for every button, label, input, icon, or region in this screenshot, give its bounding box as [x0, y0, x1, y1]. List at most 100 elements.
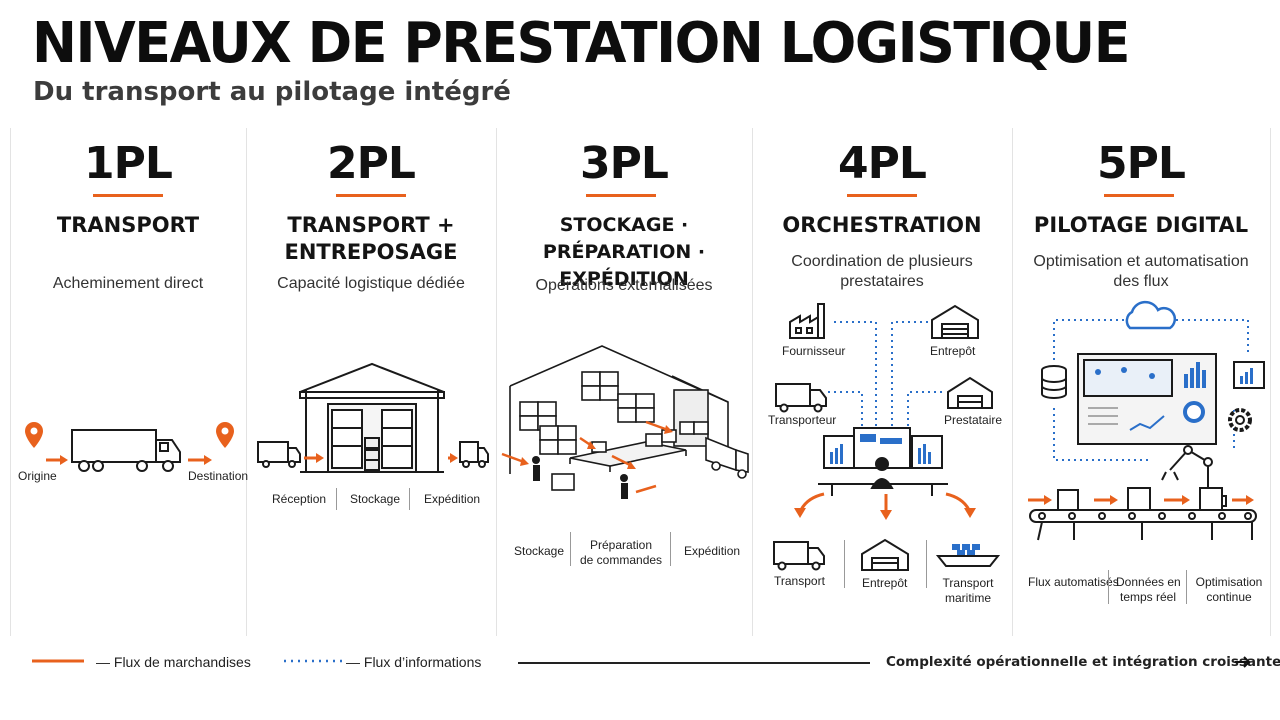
level-2pl-heading-line1: TRANSPORT +	[287, 213, 455, 237]
output-icons	[773, 538, 1001, 571]
level-5pl-description: Optimisation et automatisation des flux	[1012, 252, 1270, 292]
level-5pl-heading: PILOTAGE DIGITAL	[1033, 213, 1249, 237]
legend-goods-flow-label: — Flux de marchandises	[96, 654, 251, 670]
step-stockage-label: Stockage	[514, 544, 565, 558]
inbound-truck-icon	[257, 441, 301, 468]
node-prestataire-label: Prestataire	[944, 413, 1003, 427]
database-icon	[1041, 365, 1067, 399]
warehouse-icon	[931, 304, 979, 339]
node-transporteur-label: Transporteur	[768, 413, 837, 427]
level-1pl-title: 1PL	[84, 138, 173, 189]
provider-warehouse-icon	[947, 376, 993, 409]
level-4pl-description: Coordination de plusieurs prestataires	[752, 252, 1012, 292]
level-3pl-heading-line1: STOCKAGE · PRÉPARATION ·	[542, 214, 706, 263]
output-maritime-label: Transport maritime	[938, 576, 998, 606]
page-subtitle: Du transport au pilotage intégré	[33, 77, 511, 107]
info-flow-links	[828, 321, 942, 436]
level-1pl-column: 1PL TRANSPORT Acheminement direct Origin…	[10, 128, 249, 638]
step-realtime-data-line1: Données en	[1116, 575, 1181, 589]
level-1pl-description: Acheminement direct	[52, 275, 204, 292]
level-5pl-description-line1: Optimisation et automatisation	[1033, 253, 1249, 270]
output-entrepot-label: Entrepôt	[862, 576, 908, 590]
legend-complexity-label: Complexité opérationnelle et intégration…	[886, 654, 1280, 670]
ship-icon	[935, 544, 1001, 567]
level-2pl-heading-line2: ENTREPOSAGE	[284, 240, 458, 264]
gear-icon	[1228, 408, 1252, 432]
column-divider	[1012, 128, 1013, 636]
column-divider	[752, 128, 753, 636]
arrow-right-icon	[1235, 656, 1251, 668]
warehouse-illustration	[257, 362, 489, 473]
node-fournisseur-label: Fournisseur	[782, 344, 846, 358]
control-room-icon	[818, 427, 948, 496]
level-underline	[336, 194, 406, 197]
level-5pl-title: 5PL	[1097, 138, 1186, 189]
column-divider	[246, 128, 247, 636]
output-maritime-line2: maritime	[944, 591, 991, 605]
fulfillment-warehouse-illustration	[501, 345, 749, 499]
destination-label: Destination	[188, 469, 249, 483]
step-separator	[570, 532, 571, 566]
step-preparation-line1: Préparation	[589, 538, 653, 552]
level-1pl-heading: TRANSPORT	[56, 213, 200, 237]
carrier-truck-icon	[775, 383, 827, 413]
node-entrepot-label: Entrepôt	[930, 344, 976, 358]
analytics-chart-icon	[1233, 361, 1265, 389]
step-separator	[670, 532, 671, 566]
origin-pin-icon	[25, 422, 43, 448]
column-divider	[1270, 128, 1271, 636]
level-3pl-title: 3PL	[580, 138, 669, 189]
outbound-truck-icon	[459, 441, 489, 468]
step-continuous-optimization-label: Optimisation continue	[1194, 575, 1264, 605]
conveyor-icon	[1029, 487, 1257, 541]
step-separator	[1186, 570, 1187, 604]
column-divider	[10, 128, 11, 636]
step-separator	[409, 488, 410, 510]
level-2pl-column: 2PL TRANSPORT + ENTREPOSAGE Capacité log…	[246, 128, 496, 638]
step-stockage-label: Stockage	[350, 492, 401, 506]
output-transport-label: Transport	[774, 574, 825, 588]
level-3pl-heading: STOCKAGE · PRÉPARATION · EXPÉDITION	[496, 212, 752, 293]
legend-info-flow-label: — Flux d’informations	[346, 654, 482, 670]
level-3pl-column: 3PL STOCKAGE · PRÉPARATION · EXPÉDITION …	[496, 128, 752, 638]
step-continuous-optimization-line1: Optimisation	[1195, 575, 1263, 589]
column-divider	[496, 128, 497, 636]
level-4pl-column: 4PL ORCHESTRATION Coordination de plusie…	[752, 128, 1012, 638]
origin-label: Origine	[18, 469, 57, 483]
step-preparation-label: Préparation de commandes	[580, 538, 662, 568]
level-2pl-heading: TRANSPORT + ENTREPOSAGE	[246, 212, 496, 266]
step-separator	[926, 540, 927, 588]
warehouse-icon	[299, 362, 445, 473]
complexity-axis-line	[518, 662, 870, 664]
output-maritime-line1: Transport	[942, 576, 994, 590]
level-4pl-title: 4PL	[838, 138, 927, 189]
info-flow-line-icon	[284, 659, 344, 663]
dashboard-screen-icon	[1077, 353, 1217, 445]
level-underline	[847, 194, 917, 197]
level-4pl-description-line2: prestataires	[840, 273, 924, 290]
step-expedition-label: Expédition	[684, 544, 741, 558]
destination-pin-icon	[216, 422, 234, 448]
cloud-icon	[1125, 300, 1177, 330]
level-4pl-heading: ORCHESTRATION	[782, 213, 982, 237]
level-underline	[93, 194, 163, 197]
step-continuous-optimization-line2: continue	[1206, 590, 1252, 604]
step-automated-flow-label: Flux automatisés	[1028, 575, 1119, 589]
level-underline	[1104, 194, 1174, 197]
output-flow-arrows	[798, 492, 972, 513]
step-separator	[844, 540, 845, 588]
truck-icon	[71, 429, 181, 472]
level-underline	[586, 194, 656, 197]
warehouse-interior-icon	[509, 345, 749, 491]
direct-transport-illustration	[25, 422, 234, 472]
digital-control-illustration	[1028, 300, 1265, 541]
transport-truck-icon	[773, 541, 825, 571]
step-expedition-label: Expédition	[424, 492, 481, 506]
page-title: NIVEAUX DE PRESTATION LOGISTIQUE	[32, 11, 1130, 76]
step-preparation-line2: de commandes	[580, 553, 663, 567]
step-realtime-data-line2: temps réel	[1119, 590, 1177, 604]
factory-icon	[789, 303, 825, 339]
level-4pl-description-line1: Coordination de plusieurs	[791, 253, 973, 270]
level-5pl-description-line2: des flux	[1113, 273, 1169, 290]
goods-flow-line-icon	[32, 659, 84, 663]
